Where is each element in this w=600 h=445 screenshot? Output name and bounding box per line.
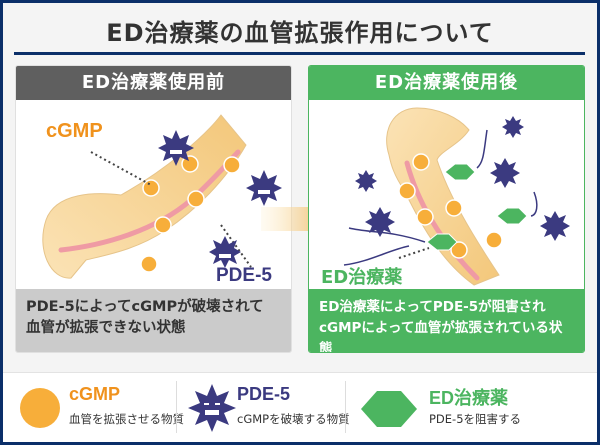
caption-after: ED治療薬によってPDE-5が阻害され cGMPによって血管が拡張されている状態 — [309, 289, 584, 352]
legend-desc-pde5: cGMPを破壊する物質 — [237, 412, 350, 426]
legend-title-cgmp: cGMP — [69, 384, 121, 404]
green-hexagon-icon — [444, 163, 476, 181]
ed-pointer-line — [398, 247, 430, 259]
ed-drug-hexagons — [426, 163, 528, 251]
legend-title-ed-drug: ED治療薬 — [429, 388, 509, 408]
legend-desc-ed-drug: PDE-5を阻害する — [429, 412, 522, 426]
label-pde5: PDE-5 — [216, 265, 272, 286]
cgmp-dot — [187, 190, 205, 208]
page-title: ED治療薬の血管拡張作用について — [106, 19, 494, 47]
vessel-shape — [42, 114, 247, 279]
cgmp-dot — [416, 208, 434, 226]
panel-before: ED治療薬使用前 — [15, 65, 292, 353]
cgmp-dot — [154, 216, 172, 234]
illustration-after: ED治療薬 — [309, 100, 584, 290]
cgmp-dot — [445, 199, 463, 217]
cgmp-dots — [398, 153, 503, 259]
caption-before-line1: PDE-5によってcGMPが破壊されて — [26, 299, 264, 315]
cgmp-dot — [485, 231, 503, 249]
legend-item-cgmp: cGMP 血管を拡張させる物質 — [3, 373, 199, 443]
infographic-frame: ED治療薬の血管拡張作用について ED治療薬使用前 — [3, 3, 597, 442]
illustration-before: cGMP PDE-5 — [16, 100, 291, 290]
title-underline — [14, 52, 585, 55]
pde5-virus-icon — [158, 130, 194, 166]
pde5-virus-icon — [365, 207, 395, 237]
pde5-virus-icon — [355, 170, 377, 192]
legend-divider — [345, 381, 346, 433]
legend-desc-cgmp: 血管を拡張させる物質 — [69, 412, 184, 426]
legend-item-ed-drug: ED治療薬 PDE-5を阻害する — [353, 373, 597, 443]
cgmp-dot — [450, 241, 468, 259]
cgmp-pointer-line — [90, 151, 152, 186]
cgmp-dot — [140, 255, 158, 273]
panel-before-header: ED治療薬使用前 — [16, 66, 291, 100]
pde5-virus-icon — [540, 211, 570, 241]
caption-before: PDE-5によってcGMPが破壊されて 血管が拡張できない状態 — [16, 289, 291, 352]
green-hexagon-icon — [361, 391, 417, 427]
cgmp-dot — [181, 155, 199, 173]
pde5-virus-icon — [490, 158, 520, 188]
vessel-before-svg — [42, 114, 282, 279]
cgmp-dot — [142, 179, 160, 197]
legend-title-pde5: PDE-5 — [237, 384, 291, 404]
cgmp-dot — [398, 182, 416, 200]
pde-pointer-line — [220, 224, 252, 268]
caption-after-line1: ED治療薬によってPDE-5が阻害され — [319, 299, 546, 315]
spiky-virus-icon — [188, 384, 236, 432]
label-ed-drug: ED治療薬 — [321, 267, 403, 288]
legend-item-pde5: PDE-5 cGMPを破壊する物質 — [183, 373, 383, 443]
legend-divider — [176, 381, 177, 433]
green-hexagon-icon — [496, 207, 528, 225]
caption-after-line2: cGMPによって血管が拡張されている状態 — [319, 320, 563, 353]
pde5-virus-icon — [209, 236, 241, 268]
panel-after: ED治療薬使用後 — [308, 65, 585, 353]
pde5-virus-icon — [246, 170, 282, 206]
orange-circle-icon — [20, 388, 60, 428]
pde5-enemies — [158, 130, 282, 268]
green-hexagon-icon — [426, 233, 458, 251]
vessel-after-svg — [343, 107, 570, 286]
pde5-enemies-inhibited — [355, 116, 570, 241]
cgmp-dot — [412, 153, 430, 171]
pde5-virus-icon — [502, 116, 524, 138]
panel-after-header: ED治療薬使用後 — [309, 66, 584, 100]
legend: cGMP 血管を拡張させる物質 PDE-5 cGMPを破壊する物質 ED治療薬 … — [3, 372, 597, 442]
cgmp-dot — [223, 156, 241, 174]
cgmp-dots — [140, 155, 241, 273]
caption-before-line2: 血管が拡張できない状態 — [26, 320, 186, 336]
label-cgmp: cGMP — [46, 120, 103, 142]
